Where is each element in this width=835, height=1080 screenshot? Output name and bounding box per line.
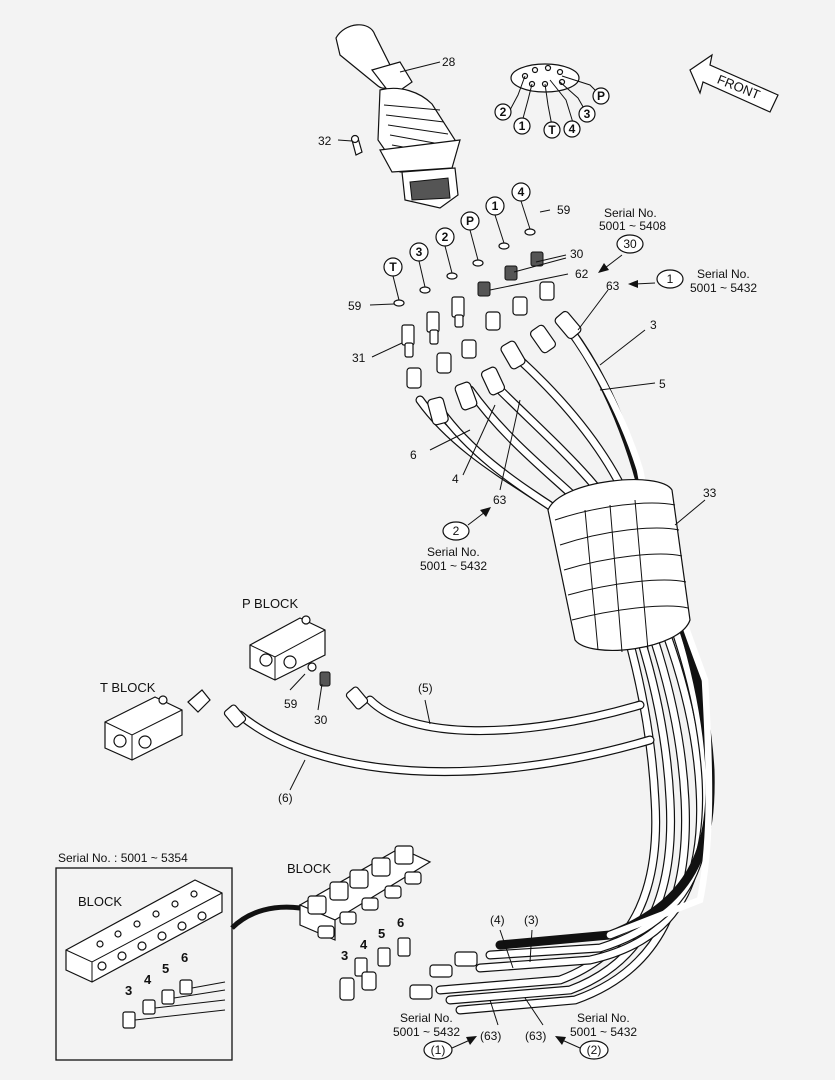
serial-a-range: 5001 ~ 5432 [690,281,757,295]
leader-lines [289,61,706,1049]
callout-30: 30 [623,237,637,251]
ref-5: (5) [418,681,433,695]
inset-detail [55,867,301,1061]
serial-c-title: Serial No. [400,1011,453,1025]
hose-sleeve [547,479,691,653]
t-block [104,689,247,761]
port-2-label: 2 [442,230,449,244]
inset-serial: Serial No. : 5001 ~ 5354 [58,851,188,865]
pattern-port-3: 3 [584,107,591,121]
serial-c-range: 5001 ~ 5432 [393,1025,460,1039]
port-3-label: 3 [416,245,423,259]
main-block-6: 6 [397,915,404,930]
pattern-circles: 2 1 T 4 3 P [494,87,610,139]
part-4: 4 [452,472,459,486]
pattern-port-p: P [597,89,605,103]
p-block-label: P BLOCK [242,596,298,611]
inset-block-label: BLOCK [78,894,122,909]
port-p-label: P [466,214,474,228]
text-labels: 28 32 59 30 62 59 31 63 3 5 6 4 63 33 Se… [58,55,757,1043]
part-63-mid: 63 [493,493,507,507]
part-30-block: 30 [314,713,328,727]
main-block-4: 4 [360,937,368,952]
inset-block-4: 4 [144,972,152,987]
part-28: 28 [442,55,456,69]
joystick-lever [335,24,461,209]
serial-d-title: Serial No. [577,1011,630,1025]
port-1-label: 1 [492,199,499,213]
pattern-port-2: 2 [500,105,507,119]
port-4-label: 4 [518,185,525,199]
serial-5408-range: 5001 ~ 5408 [599,219,666,233]
part-3: 3 [650,318,657,332]
serial-5408-title: Serial No. [604,206,657,220]
part-33: 33 [703,486,717,500]
ref-4: (4) [490,913,505,927]
callout-circles: 30 1 2 (1) (2) [423,234,684,1060]
ref-6: (6) [278,791,293,805]
inset-block-3: 3 [125,983,132,998]
part-5: 5 [659,377,666,391]
main-block-5: 5 [378,926,385,941]
part-31: 31 [352,351,366,365]
ref-63-left: (63) [480,1029,501,1043]
callout-2: 2 [453,524,460,538]
main-block-label: BLOCK [287,861,331,876]
upper-fittings: T 3 2 P 1 4 [383,182,582,426]
serial-a-title: Serial No. [697,267,750,281]
serial-b-range: 5001 ~ 5432 [420,559,487,573]
hose-bundle [235,325,715,1015]
part-59-top: 59 [557,203,571,217]
main-block-3: 3 [341,948,348,963]
ref-63-right: (63) [525,1029,546,1043]
ref-2: (2) [587,1043,602,1057]
serial-d-range: 5001 ~ 5432 [570,1025,637,1039]
part-62: 62 [575,267,589,281]
port-t-label: T [389,260,397,274]
part-63-right: 63 [606,279,620,293]
t-block-label: T BLOCK [100,680,156,695]
part-30-top: 30 [570,247,584,261]
callout-1: 1 [667,272,674,286]
inset-block-6: 6 [181,950,188,965]
part-32: 32 [318,134,332,148]
serial-b-title: Serial No. [427,545,480,559]
part-59-block: 59 [284,697,298,711]
inset-block-5: 5 [162,961,169,976]
ref-1: (1) [431,1043,446,1057]
part-6: 6 [410,448,417,462]
front-arrow: FRONT [689,53,779,113]
main-block [298,845,478,1001]
p-block [249,615,369,710]
pattern-port-1: 1 [519,119,526,133]
pattern-port-t: T [548,123,556,137]
pattern-port-4: 4 [569,122,576,136]
ref-3: (3) [524,913,539,927]
part-59-left: 59 [348,299,362,313]
port-pattern [509,63,601,127]
